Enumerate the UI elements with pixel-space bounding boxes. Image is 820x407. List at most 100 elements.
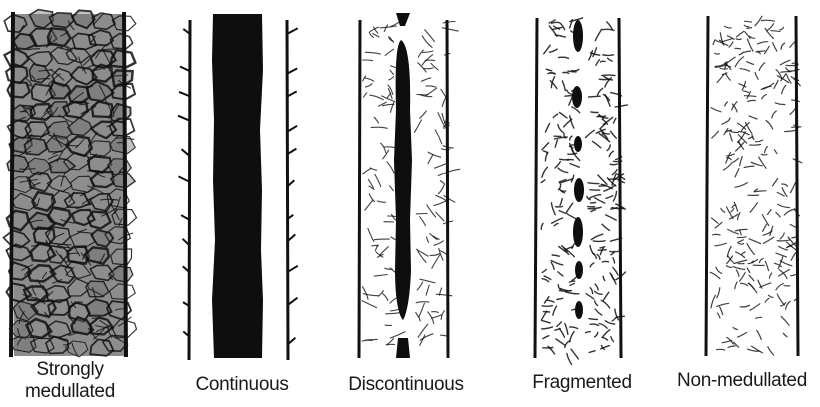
texture-stroke xyxy=(373,34,379,37)
texture-stroke xyxy=(747,268,750,273)
texture-stroke xyxy=(605,321,614,324)
texture-stroke xyxy=(598,175,607,184)
texture-stroke xyxy=(601,61,606,62)
texture-stroke xyxy=(769,273,771,278)
texture-stroke xyxy=(735,169,739,177)
texture-stroke xyxy=(760,258,764,262)
texture-stroke xyxy=(727,207,733,219)
texture-stroke xyxy=(738,332,747,337)
texture-stroke xyxy=(744,96,755,97)
texture-stroke xyxy=(785,131,795,132)
texture-stroke xyxy=(565,341,570,348)
texture-stroke xyxy=(768,295,773,297)
texture-stroke xyxy=(740,273,746,282)
texture-stroke xyxy=(761,20,774,21)
texture-stroke xyxy=(790,183,795,193)
texture-stroke xyxy=(735,183,747,188)
texture-stroke xyxy=(443,22,455,24)
fragment-1 xyxy=(573,20,583,52)
texture-stroke xyxy=(363,76,366,81)
texture-stroke xyxy=(441,311,444,320)
texture-stroke xyxy=(422,51,433,52)
texture-stroke xyxy=(715,53,720,54)
texture-stroke xyxy=(733,327,737,329)
texture-stroke xyxy=(727,337,734,344)
texture-stroke xyxy=(385,147,397,148)
texture-stroke xyxy=(756,140,763,142)
label-discontinuous: Discontinuous xyxy=(332,374,480,396)
continuous-medulla xyxy=(212,14,263,358)
texture-stroke xyxy=(773,179,778,186)
texture-stroke xyxy=(755,191,766,192)
label-strongly-medullated: Strongly medullated xyxy=(10,359,130,403)
texture-stroke xyxy=(763,83,773,89)
texture-stroke xyxy=(734,260,747,263)
texture-stroke xyxy=(420,111,427,118)
texture-stroke xyxy=(780,233,784,239)
texture-stroke xyxy=(555,162,560,168)
texture-stroke xyxy=(749,283,757,293)
texture-stroke xyxy=(542,311,547,320)
texture-stroke xyxy=(434,241,443,246)
texture-stroke xyxy=(439,248,443,260)
texture-stroke xyxy=(543,336,549,339)
texture-stroke xyxy=(425,30,435,42)
texture-stroke xyxy=(374,275,387,277)
texture-stroke xyxy=(612,318,616,321)
texture-stroke xyxy=(419,303,425,317)
texture-stroke xyxy=(752,135,754,140)
texture-stroke xyxy=(420,217,426,226)
texture-stroke xyxy=(758,42,768,44)
texture-stroke xyxy=(562,81,565,91)
texture-stroke xyxy=(568,71,576,72)
texture-stroke xyxy=(772,111,777,118)
texture-stroke xyxy=(599,324,607,329)
texture-stroke xyxy=(762,95,767,99)
texture-stroke xyxy=(777,240,790,241)
texture-stroke xyxy=(608,58,613,61)
texture-stroke xyxy=(427,237,429,242)
texture-stroke xyxy=(750,304,760,311)
texture-stroke xyxy=(435,130,442,144)
texture-stroke xyxy=(362,287,368,300)
texture-stroke xyxy=(390,332,405,338)
texture-stroke xyxy=(426,285,429,295)
texture-stroke xyxy=(596,60,600,66)
texture-stroke xyxy=(745,21,752,22)
texture-stroke xyxy=(572,69,579,70)
texture-stroke xyxy=(438,185,444,194)
texture-stroke xyxy=(426,88,436,95)
texture-stroke xyxy=(603,55,614,56)
texture-stroke xyxy=(365,200,373,210)
texture-stroke xyxy=(380,247,389,256)
texture-stroke xyxy=(559,211,566,214)
texture-stroke xyxy=(738,237,746,238)
texture-stroke xyxy=(782,85,786,93)
texture-stroke xyxy=(749,275,754,281)
texture-stroke xyxy=(567,203,573,212)
texture-stroke xyxy=(548,300,555,302)
texture-stroke xyxy=(775,103,785,105)
texture-stroke xyxy=(440,181,444,185)
texture-stroke xyxy=(428,155,433,164)
texture-stroke xyxy=(178,116,190,121)
texture-stroke xyxy=(601,300,609,308)
texture-stroke xyxy=(418,63,426,72)
texture-stroke xyxy=(565,324,568,335)
texture-stroke xyxy=(768,210,771,215)
texture-stroke xyxy=(725,73,730,80)
texture-stroke xyxy=(735,48,741,49)
texture-stroke xyxy=(774,80,778,88)
texture-stroke xyxy=(570,332,574,342)
fragment-6 xyxy=(575,261,583,279)
texture-stroke xyxy=(570,284,574,286)
texture-stroke xyxy=(364,78,374,81)
texture-stroke xyxy=(572,244,575,249)
texture-stroke xyxy=(390,186,394,191)
texture-stroke xyxy=(570,327,578,329)
texture-stroke xyxy=(370,168,376,170)
texture-stroke xyxy=(557,298,563,299)
texture-stroke xyxy=(715,243,727,246)
texture-stroke xyxy=(762,215,769,226)
texture-stroke xyxy=(726,118,730,122)
